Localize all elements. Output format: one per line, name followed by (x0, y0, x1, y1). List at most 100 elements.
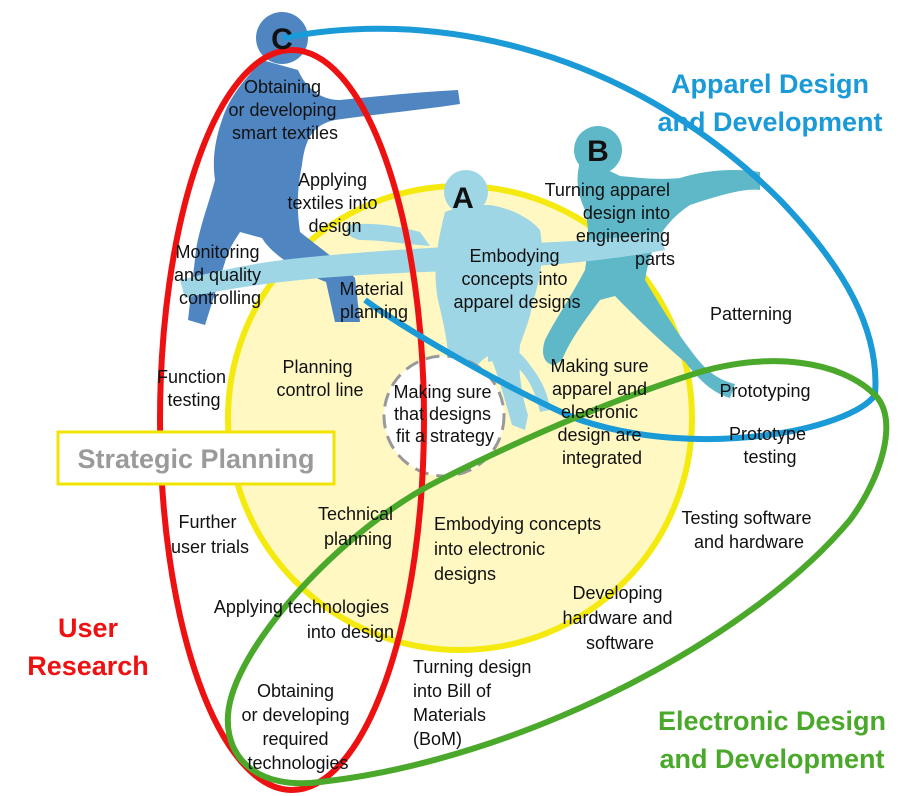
applying-textiles-line-3: design (308, 216, 361, 236)
apparel-heading-line-2: and Development (657, 107, 882, 137)
figure-a-head (444, 170, 488, 214)
testing-sw-hw-line-2: and hardware (694, 532, 804, 552)
smart-textiles-line-2: or developing (228, 100, 336, 120)
electronic-heading-line-1: Electronic Design (658, 706, 886, 736)
label-technical-planning: Technical planning (318, 504, 398, 549)
integrated-line-5: integrated (562, 448, 642, 468)
function-testing-line-1: Function (157, 367, 226, 387)
technical-planning-line-1: Technical (318, 504, 393, 524)
user-research-heading-line-2: Research (27, 651, 149, 681)
required-tech-line-3: required (262, 729, 328, 749)
label-further-trials: Further user trials (171, 512, 249, 557)
embodying-electronic-line-2: into electronic (434, 539, 545, 559)
apparel-heading: Apparel Design and Development (657, 69, 882, 137)
center-line-2: that designs (394, 404, 491, 424)
label-patterning: Patterning (710, 304, 792, 324)
turning-apparel-line-2: design into (583, 203, 670, 223)
label-monitoring: Monitoring and quality controlling (174, 242, 266, 308)
integrated-line-1: Making sure (550, 356, 648, 376)
integrated-line-4: design are (557, 425, 641, 445)
developing-hw-sw-line-3: software (586, 633, 654, 653)
function-testing-line-2: testing (167, 390, 220, 410)
smart-textiles-line-1: Obtaining (244, 77, 321, 97)
testing-sw-hw-line-1: Testing software (681, 508, 811, 528)
user-research-heading-line-1: User (58, 613, 119, 643)
applying-textiles-line-1: Applying (298, 170, 367, 190)
required-tech-line-4: technologies (247, 753, 348, 773)
figure-c-letter: C (271, 23, 293, 56)
bom-line-1: Turning design (413, 657, 531, 677)
embodying-electronic-line-3: designs (434, 564, 496, 584)
figure-b-letter: B (587, 135, 609, 168)
label-developing-hw-sw: Developing hardware and software (562, 583, 677, 653)
further-trials-line-1: Further (178, 512, 236, 532)
developing-hw-sw-line-1: Developing (572, 583, 662, 603)
label-turning-apparel: Turning apparel design into engineering … (545, 180, 675, 269)
label-function-testing: Function testing (157, 367, 231, 410)
label-testing-sw-hw: Testing software and hardware (681, 508, 816, 552)
apparel-heading-line-1: Apparel Design (671, 69, 869, 99)
label-applying-technologies: Applying technologies into design (214, 597, 394, 642)
prototype-testing-line-1b: testing (743, 447, 796, 467)
figure-c-body (188, 60, 460, 325)
prototype-testing-line-1: Prototype (729, 424, 806, 444)
strategic-planning-box (56, 430, 336, 486)
smart-textiles-line-3: smart textiles (232, 123, 338, 143)
label-prototyping: Prototyping (719, 381, 810, 401)
developing-hw-sw-line-2: hardware and (562, 608, 672, 628)
label-embodying-electronic: Embodying concepts into electronic desig… (434, 514, 606, 584)
monitoring-line-1: Monitoring (175, 242, 259, 262)
monitoring-line-2: and quality (174, 265, 261, 285)
technical-planning-line-2: planning (324, 529, 392, 549)
integrated-line-2: apparel and (552, 379, 647, 399)
strategic-planning-label: Strategic Planning (77, 444, 314, 474)
monitoring-line-3: controlling (179, 288, 261, 308)
turning-apparel-line-3: engineering (576, 226, 670, 246)
embodying-apparel-line-1: Embodying (469, 246, 559, 266)
bom-line-2: into Bill of (413, 681, 492, 701)
center-label: Making sure that designs fit a strategy (393, 382, 496, 446)
center-line-3: fit a strategy (396, 426, 494, 446)
integrated-line-3: electronic (561, 402, 638, 422)
required-tech-line-1: Obtaining (257, 681, 334, 701)
turning-apparel-line-4: parts (635, 249, 675, 269)
further-trials-line-2: user trials (171, 537, 249, 557)
bom-line-3: Materials (413, 705, 486, 725)
material-planning-line-1: Material (339, 279, 403, 299)
label-bom: Turning design into Bill of Materials (B… (413, 657, 536, 749)
figure-a-leg-b (488, 343, 550, 412)
applying-technologies-line-2: into design (307, 622, 394, 642)
control-line-line-1: Planning (282, 357, 352, 377)
electronic-ring (224, 358, 890, 787)
apparel-ring (282, 25, 879, 443)
label-smart-textiles: Obtaining or developing smart textiles (228, 77, 341, 143)
label-embodying-apparel: Embodying concepts into apparel designs (453, 246, 580, 312)
figure-b-body (543, 162, 760, 398)
figure-a-arms (180, 232, 665, 298)
label-required-tech: Obtaining or developing required technol… (241, 681, 354, 773)
turning-apparel-line-1: Turning apparel (545, 180, 670, 200)
figure-b-head (574, 126, 622, 174)
embodying-apparel-line-3: apparel designs (453, 292, 580, 312)
label-control-line: Planning control line (276, 357, 363, 400)
bom-line-4: (BoM) (413, 729, 462, 749)
user-research-ring (157, 47, 427, 793)
electronic-heading: Electronic Design and Development (658, 706, 886, 774)
control-line-line-2: control line (276, 380, 363, 400)
electronic-heading-line-2: and Development (659, 744, 884, 774)
label-applying-textiles: Applying textiles into design (287, 170, 382, 236)
label-integrated: Making sure apparel and electronic desig… (550, 356, 653, 468)
material-planning-line-2: planning (340, 302, 408, 322)
embodying-apparel-line-2: concepts into (461, 269, 567, 289)
applying-technologies-line-1: Applying technologies (214, 597, 389, 617)
embodying-electronic-line-1: Embodying concepts (434, 514, 601, 534)
label-prototype-testing: Prototype testing (729, 424, 811, 467)
figure-b (543, 126, 760, 398)
figure-a-letter: A (452, 182, 474, 215)
label-material-planning: Material planning (339, 279, 408, 322)
applying-textiles-line-2: textiles into (287, 193, 377, 213)
required-tech-line-2: or developing (241, 705, 349, 725)
center-line-1: Making sure (393, 382, 491, 402)
